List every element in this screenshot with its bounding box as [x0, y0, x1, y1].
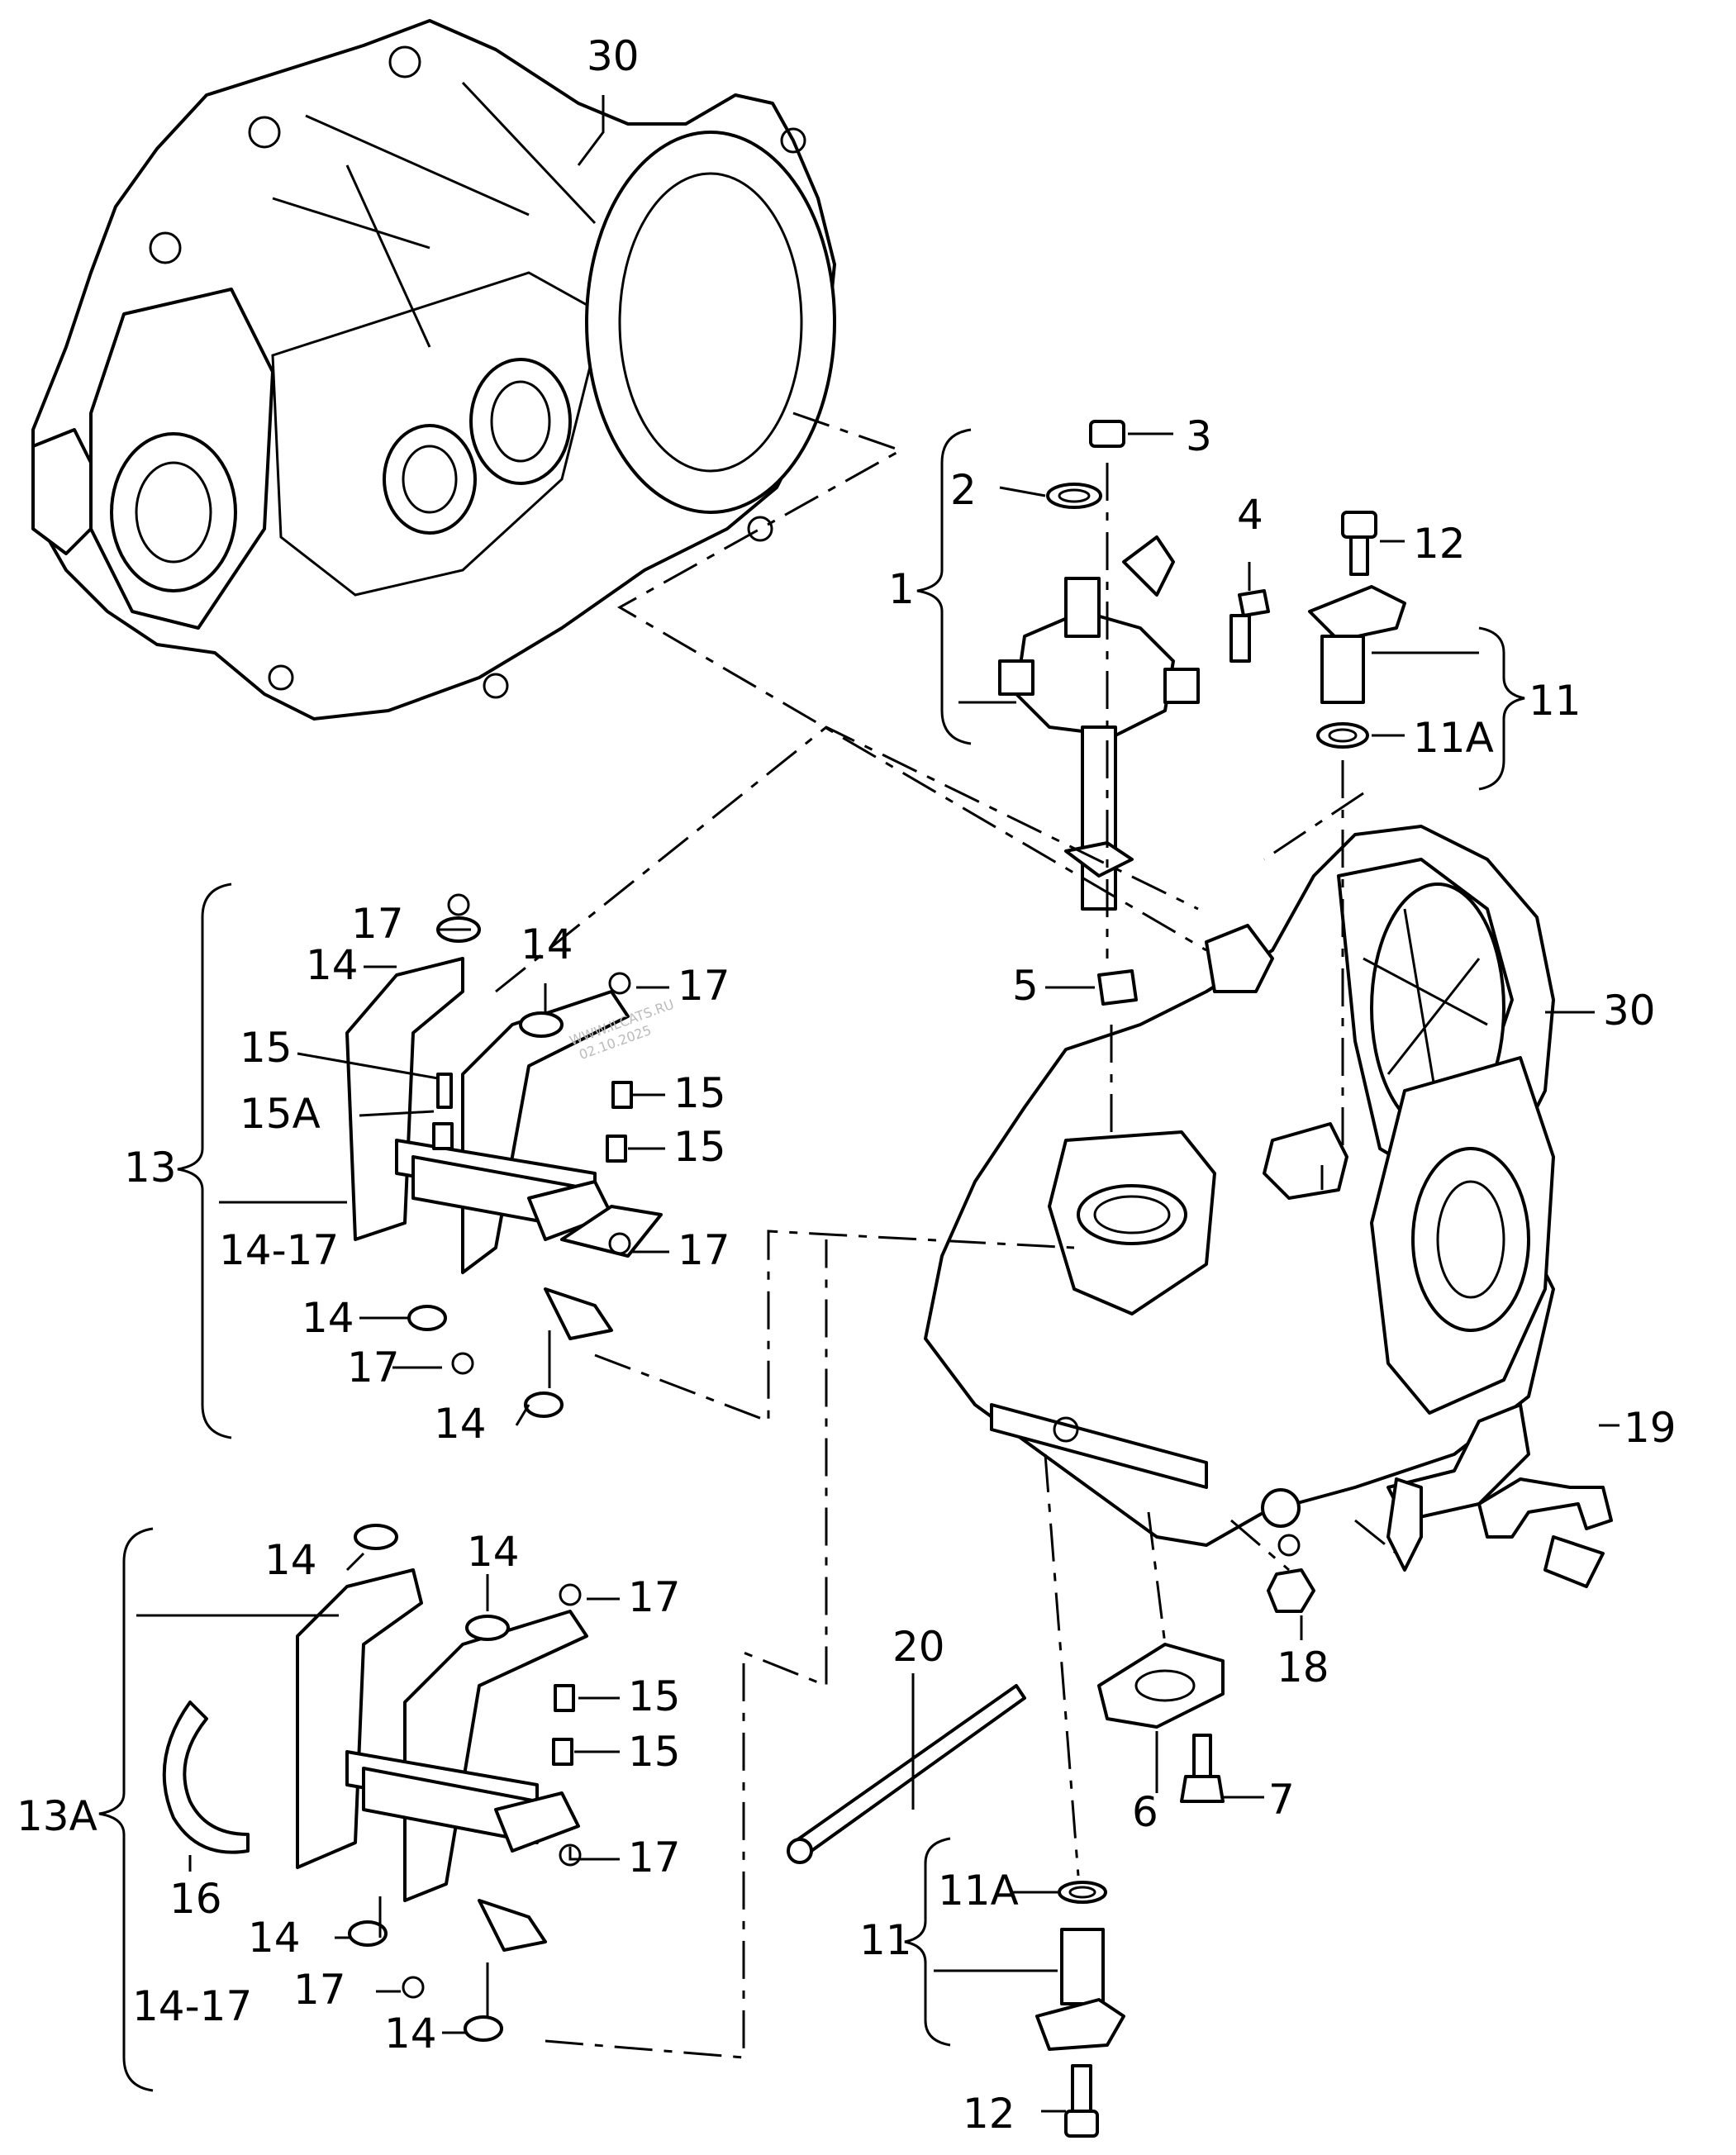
- callout-14-f: 14: [467, 1528, 520, 1576]
- callout-15-a: 15: [240, 1024, 293, 1072]
- callout-14-17-a: 14-17: [219, 1226, 339, 1274]
- callout-14-h: 14: [384, 2010, 437, 2057]
- callout-14-a: 14: [306, 941, 359, 989]
- callout-14-17-b: 14-17: [132, 1982, 252, 2030]
- leader-lines: [136, 95, 1619, 2113]
- callout-30-top: 30: [587, 32, 640, 80]
- callout-11-bottom: 11: [859, 1916, 912, 1964]
- part-callouts: 30 3 2 1 4 12 11 11A 17 14 14 17 5 30 15…: [17, 32, 1677, 2138]
- callout-11a-top: 11A: [1413, 714, 1494, 762]
- callout-17-g: 17: [293, 1966, 346, 2014]
- callout-15-d: 15: [628, 1672, 681, 1720]
- callout-17-e: 17: [628, 1573, 681, 1621]
- callout-5: 5: [1012, 962, 1039, 1010]
- misc-small-parts: [787, 1477, 1613, 1864]
- callout-19: 19: [1624, 1404, 1677, 1452]
- callout-12-bottom: 12: [963, 2090, 1015, 2138]
- callout-11-top: 11: [1529, 677, 1581, 725]
- callout-11a-bottom: 11A: [938, 1867, 1019, 1915]
- selector-fork-assembly-13a: [162, 1524, 588, 2042]
- callout-14-c: 14: [302, 1294, 354, 1342]
- callout-20: 20: [892, 1623, 945, 1671]
- callout-17-f: 17: [628, 1834, 681, 1881]
- callout-6: 6: [1132, 1788, 1158, 1836]
- bushing-set-bottom: [1035, 1881, 1125, 2138]
- callout-7: 7: [1268, 1776, 1295, 1824]
- callout-13: 13: [124, 1144, 177, 1192]
- callout-17-d: 17: [347, 1344, 400, 1391]
- callout-13a: 13A: [17, 1792, 98, 1840]
- callout-17-c: 17: [678, 1226, 730, 1274]
- callout-18: 18: [1277, 1644, 1329, 1691]
- callout-15-c: 15: [673, 1123, 726, 1171]
- callout-12-top: 12: [1413, 520, 1466, 568]
- bushing-set-top: [1308, 511, 1406, 749]
- callout-14-g: 14: [248, 1914, 301, 1962]
- callout-17-b: 17: [678, 962, 730, 1010]
- callout-17-a: 17: [351, 900, 404, 948]
- callout-16: 16: [169, 1875, 222, 1923]
- transmission-housing-top: [31, 19, 836, 721]
- assembly-centerlines: [495, 411, 1397, 2059]
- callout-1: 1: [888, 565, 915, 613]
- selector-fork-assembly-13: [345, 893, 663, 1418]
- callout-15-e: 15: [628, 1728, 681, 1776]
- group-braces: [98, 428, 1525, 2092]
- callout-15a: 15A: [240, 1090, 321, 1138]
- callout-2: 2: [950, 466, 977, 514]
- callout-4: 4: [1237, 491, 1263, 539]
- callout-14-d: 14: [434, 1400, 487, 1448]
- callout-30-right: 30: [1603, 987, 1656, 1035]
- callout-14-e: 14: [264, 1536, 317, 1584]
- callout-15-b: 15: [673, 1069, 726, 1117]
- callout-3: 3: [1186, 412, 1212, 460]
- callout-14-b: 14: [521, 921, 573, 968]
- selector-shaft-assembly: [998, 420, 1270, 1006]
- transmission-housing-right: [924, 825, 1555, 1557]
